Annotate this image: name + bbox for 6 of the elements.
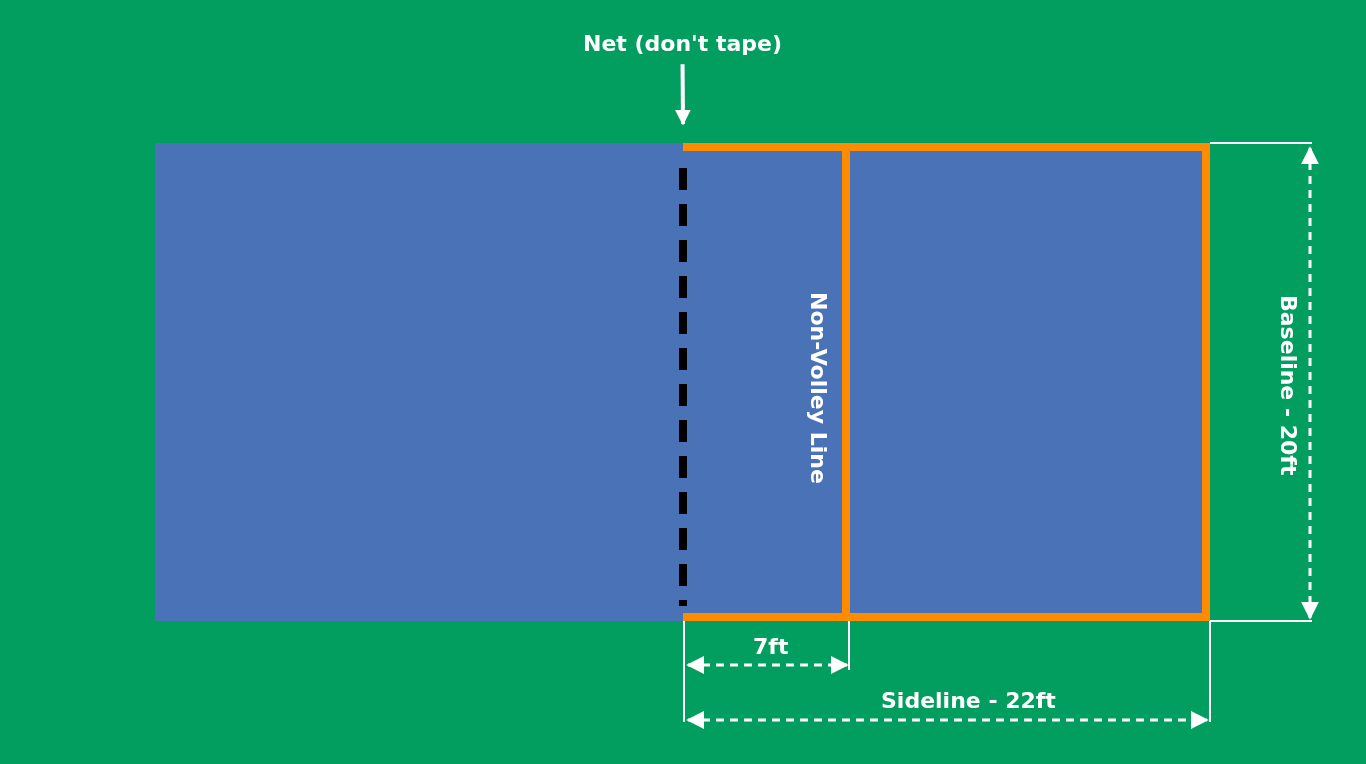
arrow (674, 64, 691, 126)
net-label: Net (don't tape) (583, 32, 783, 57)
line-label: Non-Volley Line (806, 292, 831, 484)
dimension-label: Baseline - 20ft (1276, 295, 1301, 476)
dimension-label: 7ft (753, 635, 789, 660)
dimension-label: Sideline - 22ft (881, 689, 1056, 714)
